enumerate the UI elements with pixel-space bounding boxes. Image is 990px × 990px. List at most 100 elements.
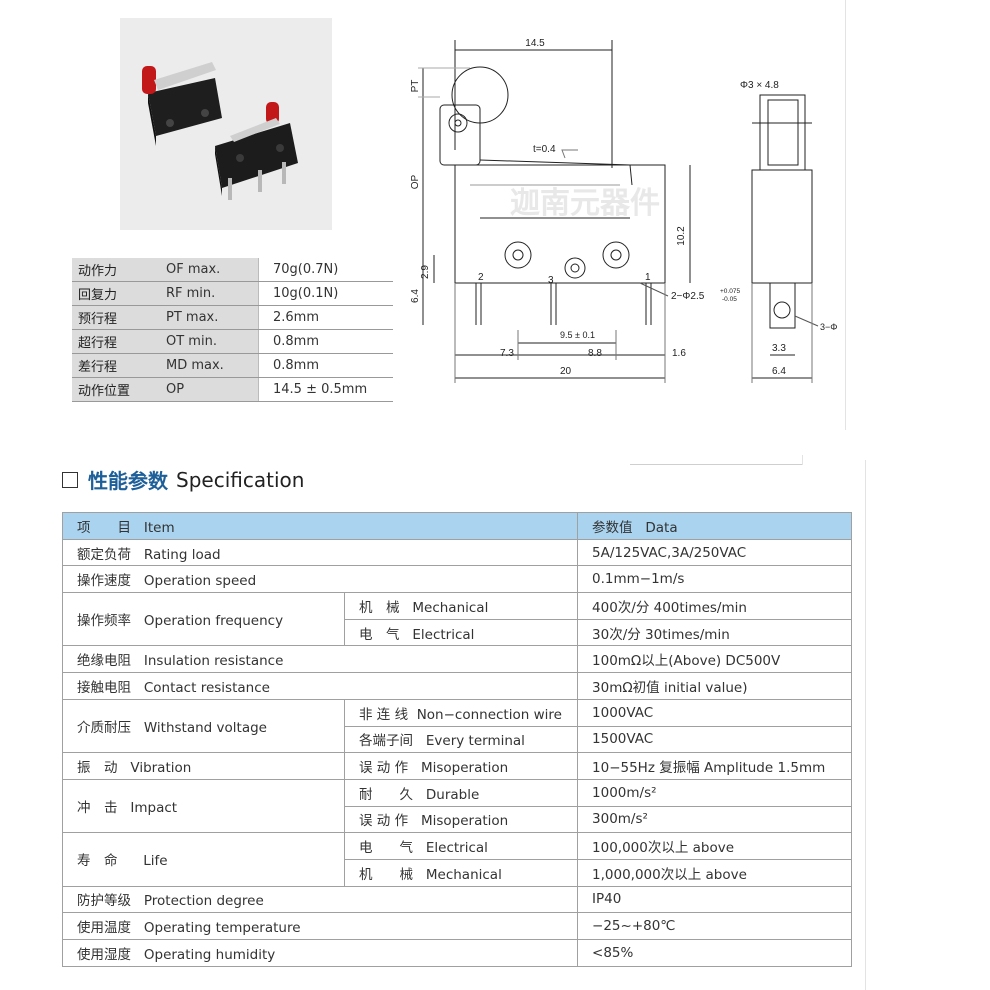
dim-h64: 6.4 xyxy=(410,289,421,303)
spec-heading-en: Specification xyxy=(176,467,305,492)
row-value: 1,000,000次以上 above xyxy=(577,858,853,887)
dim-hole-tol-up: +0.075 xyxy=(720,288,740,295)
row-value: 10−55Hz 复振幅 Amplitude 1.5mm xyxy=(577,752,853,780)
sub-label-en: Electrical xyxy=(425,840,488,857)
pin-label-1: 1 xyxy=(645,272,651,283)
spec-row-vib: 振 动 Vibration 误 动 作 Misoperation 10−55Hz… xyxy=(62,752,853,780)
sub-label-cn: 机 械 xyxy=(359,866,413,883)
sub-label-en: Every terminal xyxy=(425,733,525,750)
pin-label-2: 2 xyxy=(478,272,484,283)
row-value: 1500VAC xyxy=(577,725,853,754)
header-data: 参数值 Data xyxy=(577,512,853,540)
sub-label-en: Mechanical xyxy=(412,599,489,616)
spec-row-humid: 使用湿度 Operating humidity <85% xyxy=(61,939,853,967)
row-label-cn: 接触电阻 xyxy=(77,679,131,696)
char-name: 动作位置 xyxy=(72,377,160,402)
row-label-cn: 寿 命 xyxy=(77,853,118,870)
sub-label-cn: 耐 久 xyxy=(359,786,413,803)
row-value: 100mΩ以上(Above) DC500V xyxy=(577,645,853,674)
char-name: 预行程 xyxy=(72,305,160,330)
spec-row-freq-2: 电 气 Electrical 30次/分 30times/min xyxy=(63,618,853,647)
char-value: 0.8mm xyxy=(258,353,393,378)
dim-pt: PT xyxy=(410,80,421,93)
row-label-en: Contact resistance xyxy=(143,679,270,696)
dim-width-top: 14.5 xyxy=(525,38,545,49)
spec-row-voltage: 介质耐压 Withstand voltage 非 连 线 Non−connect… xyxy=(62,698,853,754)
spec-row-insul: 绝缘电阻 Insulation resistance 100mΩ以上(Above… xyxy=(61,645,853,674)
dim-d64b: 6.4 xyxy=(772,366,786,377)
spec-row-contact: 接触电阻 Contact resistance 30mΩ初值 initial v… xyxy=(61,672,853,700)
sub-label-cn: 电 气 xyxy=(359,626,400,643)
sub-label-cn: 机 械 xyxy=(359,599,400,616)
row-label-cn: 使用温度 xyxy=(77,920,131,937)
watermark-text: 迦南元器件 xyxy=(510,187,660,220)
sub-label-en: Electrical xyxy=(412,626,475,643)
row-value: 5A/125VAC,3A/250VAC xyxy=(577,538,853,567)
technical-drawing: 迦南元器件 14.5 PT OP t=0.4 2 3 1 10.2 xyxy=(395,15,845,400)
pin-label-3: 3 xyxy=(548,275,554,286)
header-item-en: Item xyxy=(143,519,175,536)
row-value: 400次/分 400times/min xyxy=(577,592,853,620)
row-value: 30mΩ初值 initial value) xyxy=(577,672,853,700)
header-item-cn: 项 目 xyxy=(77,519,131,536)
spec-row-impact-2: 误 动 作 Misoperation 300m/s² xyxy=(63,805,853,834)
sub-label-en: Durable xyxy=(425,786,480,803)
char-symbol: PT max. xyxy=(160,305,259,330)
row-value: 0.1mm−1m/s xyxy=(577,565,853,594)
dim-d73: 7.3 xyxy=(500,348,514,359)
row-label-cn: 使用湿度 xyxy=(77,946,131,963)
row-value: 300m/s² xyxy=(577,805,853,834)
divider-right xyxy=(865,460,866,990)
row-value: −25~+80℃ xyxy=(577,912,853,940)
row-value: IP40 xyxy=(577,885,853,914)
row-value: 1000VAC xyxy=(577,698,853,727)
row-label-en: Operating humidity xyxy=(143,946,276,963)
char-name: 回复力 xyxy=(72,281,160,306)
spec-row-impact: 冲 击 Impact 耐 久 Durable 1000m/s² xyxy=(62,778,853,834)
checkbox-icon xyxy=(62,471,78,488)
dim-d95: 9.5 ± 0.1 xyxy=(560,330,595,340)
dim-d88: 8.8 xyxy=(588,348,602,359)
sub-label-en: Mechanical xyxy=(425,866,502,883)
row-value: <85% xyxy=(577,939,853,967)
spec-heading-cn: 性能参数 xyxy=(88,469,168,493)
char-name: 动作力 xyxy=(72,258,160,282)
spec-row-speed: 操作速度 Operation speed 0.1mm−1m/s xyxy=(61,565,853,594)
spec-row-temp: 使用温度 Operating temperature −25~+80℃ xyxy=(61,912,853,940)
dim-hole-tol-dn: -0.05 xyxy=(722,296,737,303)
product-photo xyxy=(120,18,332,230)
sub-label-en: Misoperation xyxy=(420,760,509,777)
dim-op: OP xyxy=(410,174,421,189)
sub-label-en: Misoperation xyxy=(420,813,509,830)
row-label-cn: 防护等级 xyxy=(77,893,131,910)
spec-heading: 性能参数 Specification xyxy=(62,465,304,494)
dim-t: t=0.4 xyxy=(533,144,556,155)
row-label-cn: 额定负荷 xyxy=(77,546,131,563)
divider-tick xyxy=(802,455,803,465)
row-label-cn: 振 动 xyxy=(77,760,118,777)
row-label-en: Rating load xyxy=(143,546,221,563)
dim-h29: 2.9 xyxy=(420,265,431,279)
char-value: 0.8mm xyxy=(258,329,393,354)
sub-label-cn: 各端子间 xyxy=(359,733,413,750)
spec-table: 项 目 Item 参数值 Data 额定负荷 Rating load 5A/12… xyxy=(61,512,853,967)
row-label-cn: 操作速度 xyxy=(77,573,131,590)
spec-row-rating: 额定负荷 Rating load 5A/125VAC,3A/250VAC xyxy=(61,538,853,567)
row-label-en: Operating temperature xyxy=(143,920,301,937)
char-value: 2.6mm xyxy=(258,305,393,330)
char-symbol: RF min. xyxy=(160,281,259,306)
row-value: 100,000次以上 above xyxy=(577,832,853,860)
spec-header-row: 项 目 Item 参数值 Data xyxy=(61,512,853,540)
row-label-en: Protection degree xyxy=(143,893,264,910)
divider-horizontal xyxy=(630,464,802,465)
char-value: 14.5 ± 0.5mm xyxy=(258,377,393,402)
row-label-en: Insulation resistance xyxy=(143,653,284,670)
dim-d16: 1.6 xyxy=(672,348,686,359)
row-value: 1000m/s² xyxy=(577,778,853,807)
dim-roller: Φ3 × 4.8 xyxy=(740,80,779,91)
spec-row-life: 寿 命 Life 电 气 Electrical 100,000次以上 above xyxy=(62,832,853,887)
sub-label-cn: 非 连 线 xyxy=(359,706,409,723)
